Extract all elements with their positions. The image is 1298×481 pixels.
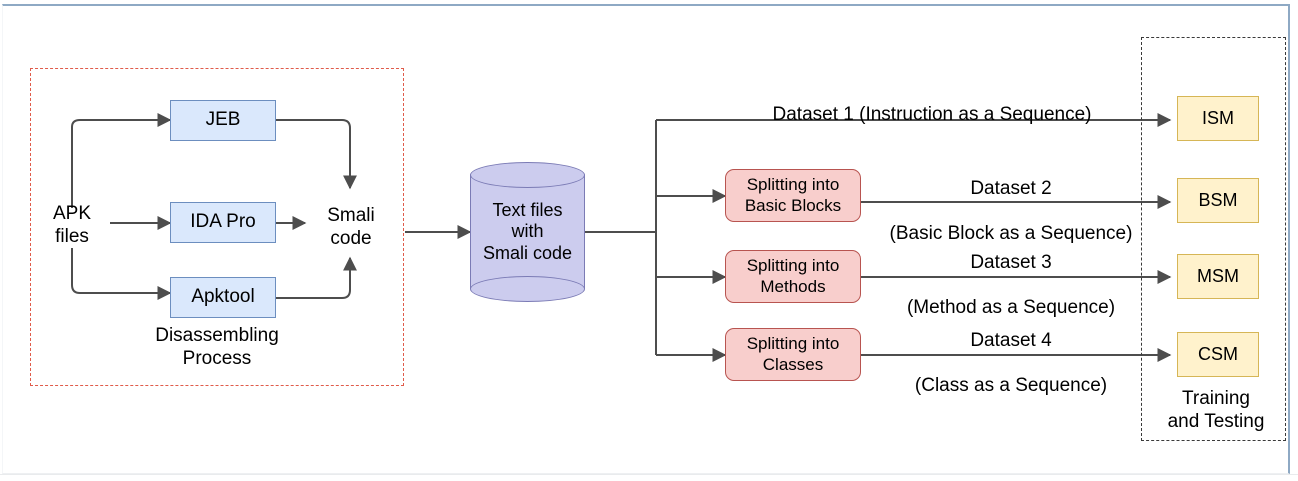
dataset-label-3-line1: Dataset 3 <box>970 251 1052 273</box>
dataset-label-1: Dataset 1 (Instruction as a Sequence) <box>722 81 1142 149</box>
dataset-label-3: Dataset 3 (Method as a Sequence) <box>866 229 1156 343</box>
tool-box-apktool[interactable]: Apktool <box>170 277 276 318</box>
model-box-csm[interactable]: CSM <box>1177 332 1259 377</box>
cylinder-top-ellipse <box>470 162 585 188</box>
training-and-testing-group <box>1141 37 1286 441</box>
disassembling-process-label: Disassembling Process <box>155 325 279 369</box>
splitter-box-classes[interactable]: Splitting into Classes <box>725 328 861 381</box>
dataset-label-2-line2: (Basic Block as a Sequence) <box>889 223 1133 245</box>
wire-apktool-to-smali <box>275 256 357 299</box>
splitter-box-methods[interactable]: Splitting into Methods <box>725 250 861 303</box>
model-box-ism[interactable]: ISM <box>1177 96 1259 141</box>
dataset-label-2: Dataset 2 (Basic Block as a Sequence) <box>866 155 1156 269</box>
training-and-testing-label: Training and Testing <box>1167 388 1265 432</box>
model-box-msm[interactable]: MSM <box>1177 254 1259 299</box>
tool-box-ida-pro[interactable]: IDA Pro <box>170 202 276 243</box>
wire-apk-to-apktool <box>71 248 172 300</box>
dataset-label-3-line2: (Method as a Sequence) <box>906 297 1116 319</box>
page-bottom-rule <box>0 474 1298 475</box>
wire-jeb-to-smali <box>275 119 357 190</box>
cylinder-body <box>470 175 585 289</box>
dataset-label-4: Dataset 4 (Class as a Sequence) <box>866 307 1156 421</box>
dataset-label-2-line1: Dataset 2 <box>970 177 1052 199</box>
splitter-box-basic-blocks[interactable]: Splitting into Basic Blocks <box>725 169 861 222</box>
disassembling-process-group <box>30 68 404 386</box>
storage-label: Text files with Smali code <box>482 199 573 263</box>
wire-apk-to-jeb <box>71 113 172 208</box>
dataset-label-4-line1: Dataset 4 <box>970 329 1052 351</box>
smali-code-label: Smali code <box>327 205 375 249</box>
model-box-bsm[interactable]: BSM <box>1177 178 1259 223</box>
dataset-label-4-line2: (Class as a Sequence) <box>914 375 1108 397</box>
cylinder-bottom-ellipse <box>470 276 585 302</box>
tool-box-jeb[interactable]: JEB <box>170 100 276 141</box>
dataset-label-1-line1: Dataset 1 (Instruction as a Sequence) <box>772 103 1092 125</box>
apk-files-label: APK files <box>52 203 92 247</box>
storage-cylinder: Text files with Smali code <box>470 162 585 302</box>
